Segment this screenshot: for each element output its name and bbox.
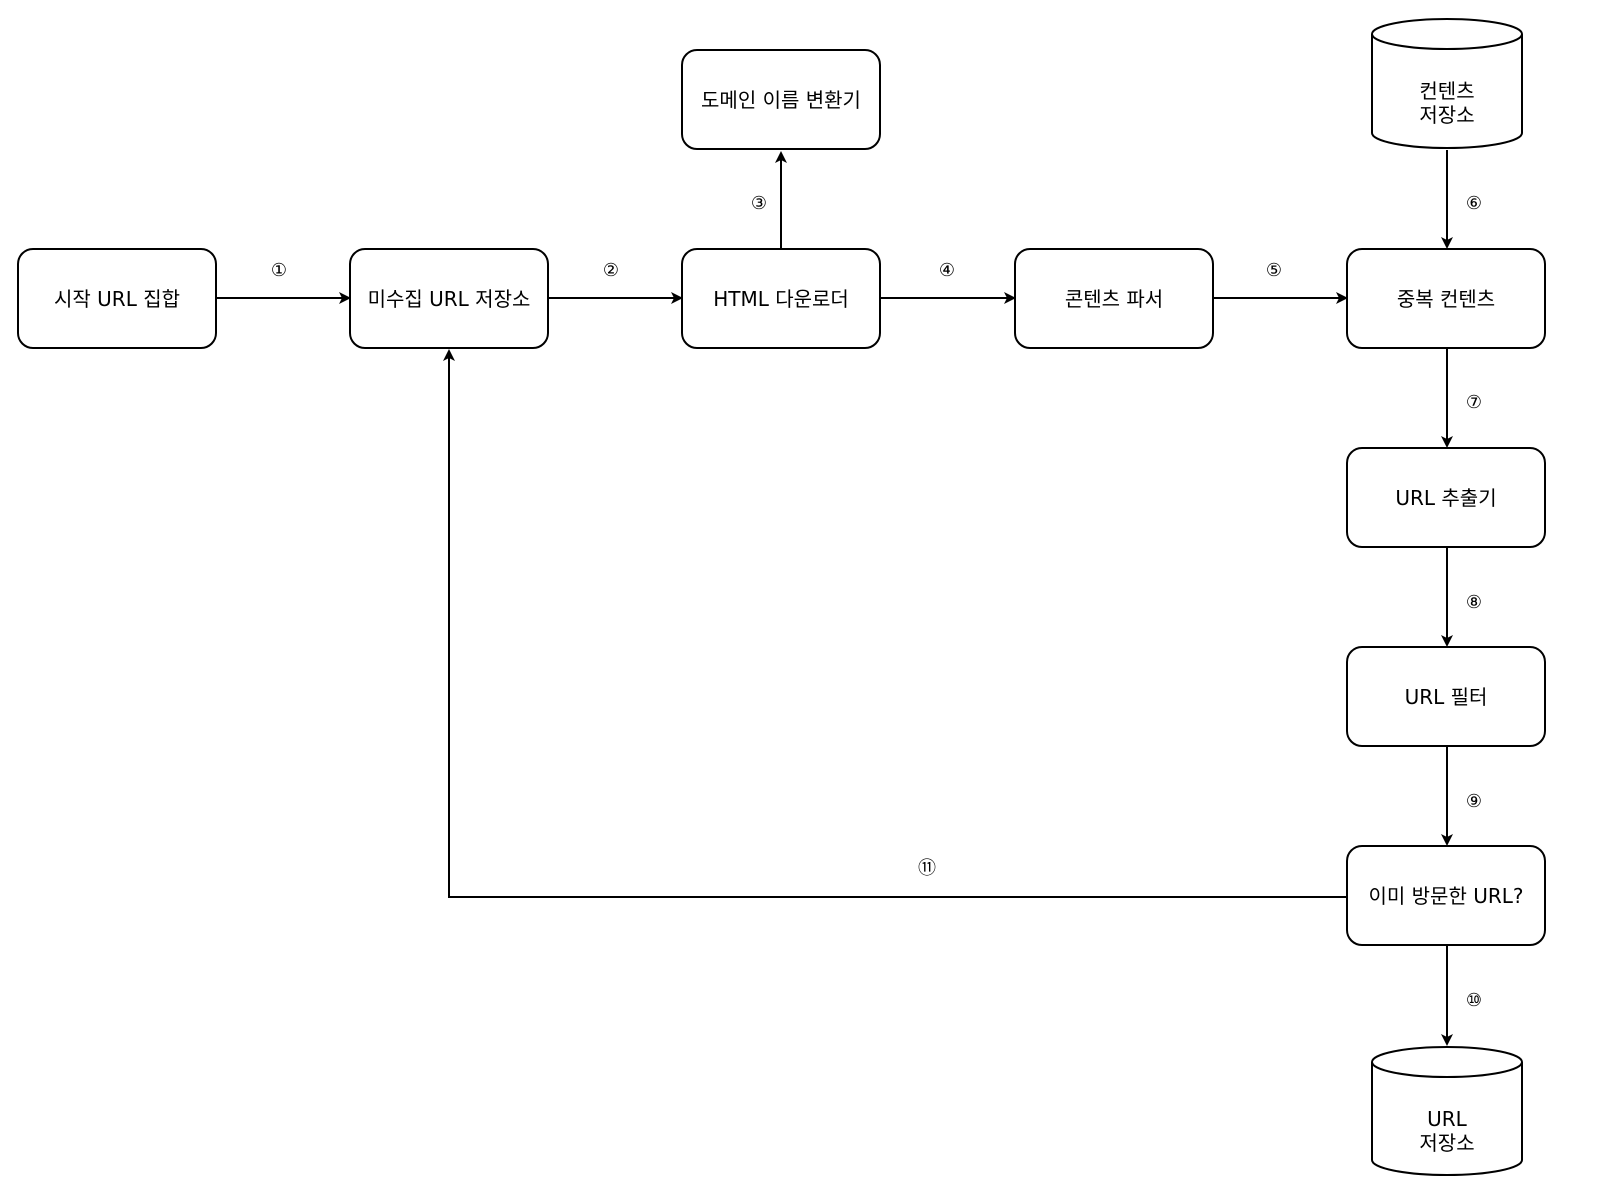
content-storage-label: 컨텐츠 저장소 bbox=[1419, 79, 1475, 127]
step-label-8: ⑧ bbox=[1465, 592, 1483, 613]
url-extractor-node: URL 추출기 bbox=[1346, 447, 1546, 548]
step-label-6: ⑥ bbox=[1465, 193, 1483, 214]
url-storage-label: URL 저장소 bbox=[1419, 1107, 1475, 1155]
arrow-visited-to-frontier bbox=[443, 349, 1346, 898]
content-parser-node: 콘텐츠 파서 bbox=[1014, 248, 1214, 349]
visited-check-node: 이미 방문한 URL? bbox=[1346, 845, 1546, 946]
content-storage-cylinder bbox=[1371, 18, 1523, 149]
step-label-3: ③ bbox=[750, 193, 768, 214]
step-label-4: ④ bbox=[938, 260, 956, 281]
step-label-10: ⑩ bbox=[1465, 990, 1483, 1011]
frontier-node: 미수집 URL 저장소 bbox=[349, 248, 549, 349]
url-storage-cylinder bbox=[1371, 1046, 1523, 1176]
step-label-7: ⑦ bbox=[1465, 392, 1483, 413]
dedup-content-node: 중복 컨텐츠 bbox=[1346, 248, 1546, 349]
step-label-9: ⑨ bbox=[1465, 791, 1483, 812]
seed-urls-node: 시작 URL 집합 bbox=[17, 248, 217, 349]
dns-resolver-node: 도메인 이름 변환기 bbox=[681, 49, 881, 150]
step-label-11: ⑪ bbox=[918, 858, 936, 879]
step-label-2: ② bbox=[602, 260, 620, 281]
html-downloader-node: HTML 다운로더 bbox=[681, 248, 881, 349]
url-filter-node: URL 필터 bbox=[1346, 646, 1546, 747]
step-label-1: ① bbox=[270, 260, 288, 281]
step-label-5: ⑤ bbox=[1265, 260, 1283, 281]
